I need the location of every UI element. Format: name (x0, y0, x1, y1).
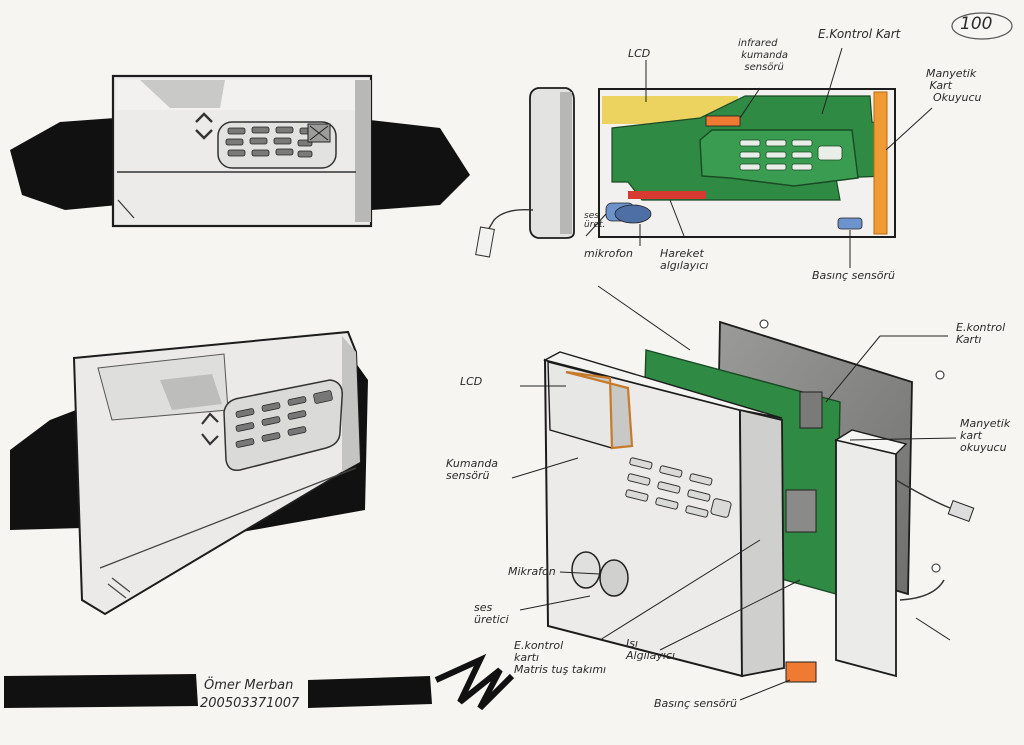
speaker (571, 551, 601, 589)
pressure-sensor (837, 217, 863, 230)
microphone (599, 559, 629, 597)
label-isi-algilayici: Isı Algılayıcı (626, 637, 676, 662)
label-manyetik-bottom: Manyetik kart okuyucu (960, 417, 1011, 454)
shell-keypad-openings (625, 457, 732, 518)
label-basinc-top: Basınç sensörü (812, 269, 896, 282)
page-number-circle (951, 12, 1013, 40)
internal-layout-sketch (475, 47, 933, 268)
label-manyetik-top: Manyetik Kart Okuyucu (926, 67, 982, 104)
label-basinc-bottom: Basınç sensörü (654, 697, 738, 710)
keypad-area (223, 379, 343, 472)
label-ses-uretici-top: ses üret. (584, 211, 606, 230)
signature-name: Ömer Merban (204, 678, 294, 693)
card-reader-block (835, 438, 897, 678)
infrared-sensor (705, 115, 741, 127)
label-e-kontrol-top: E.Kontrol Kart (818, 27, 901, 41)
label-lcd-bottom: LCD (460, 375, 483, 388)
motion-sensor (628, 191, 706, 199)
card-reader (873, 91, 888, 235)
page-number: 100 (960, 14, 993, 34)
label-kumanda-sensor: Kumanda sensörü (446, 457, 499, 482)
label-hareket: Hareket algılayıcı (660, 247, 709, 272)
perspective-view-sketch (10, 330, 368, 616)
left-shadow-block (10, 118, 118, 210)
cable (487, 209, 534, 231)
pressure-sensor (785, 661, 817, 683)
label-mikrofon-top: mikrofon (584, 247, 633, 260)
signature-id: 200503371007 (200, 696, 300, 711)
label-lcd-top: LCD (628, 47, 651, 60)
label-ses-uretici-bottom: ses üretici (474, 601, 509, 626)
front-view-sketch (10, 74, 470, 228)
microphone (614, 204, 652, 224)
signature-strip (4, 653, 515, 711)
board-keypad (739, 139, 843, 171)
keypad-keys (225, 126, 315, 158)
lcd-window (140, 80, 225, 108)
label-e-kontrol-matris: E.kontrol kartı Matris tuş takımı (514, 639, 607, 676)
exploded-view-sketch (511, 285, 975, 701)
label-infrared: infrared kumanda sensörü (738, 38, 788, 73)
label-e-kontrol-bottom: E.kontrol Kartı (956, 321, 1006, 346)
label-mikrofon-bottom: Mikrafon (508, 565, 556, 578)
keypad-keys (235, 390, 333, 448)
right-shadow-block (370, 120, 470, 210)
